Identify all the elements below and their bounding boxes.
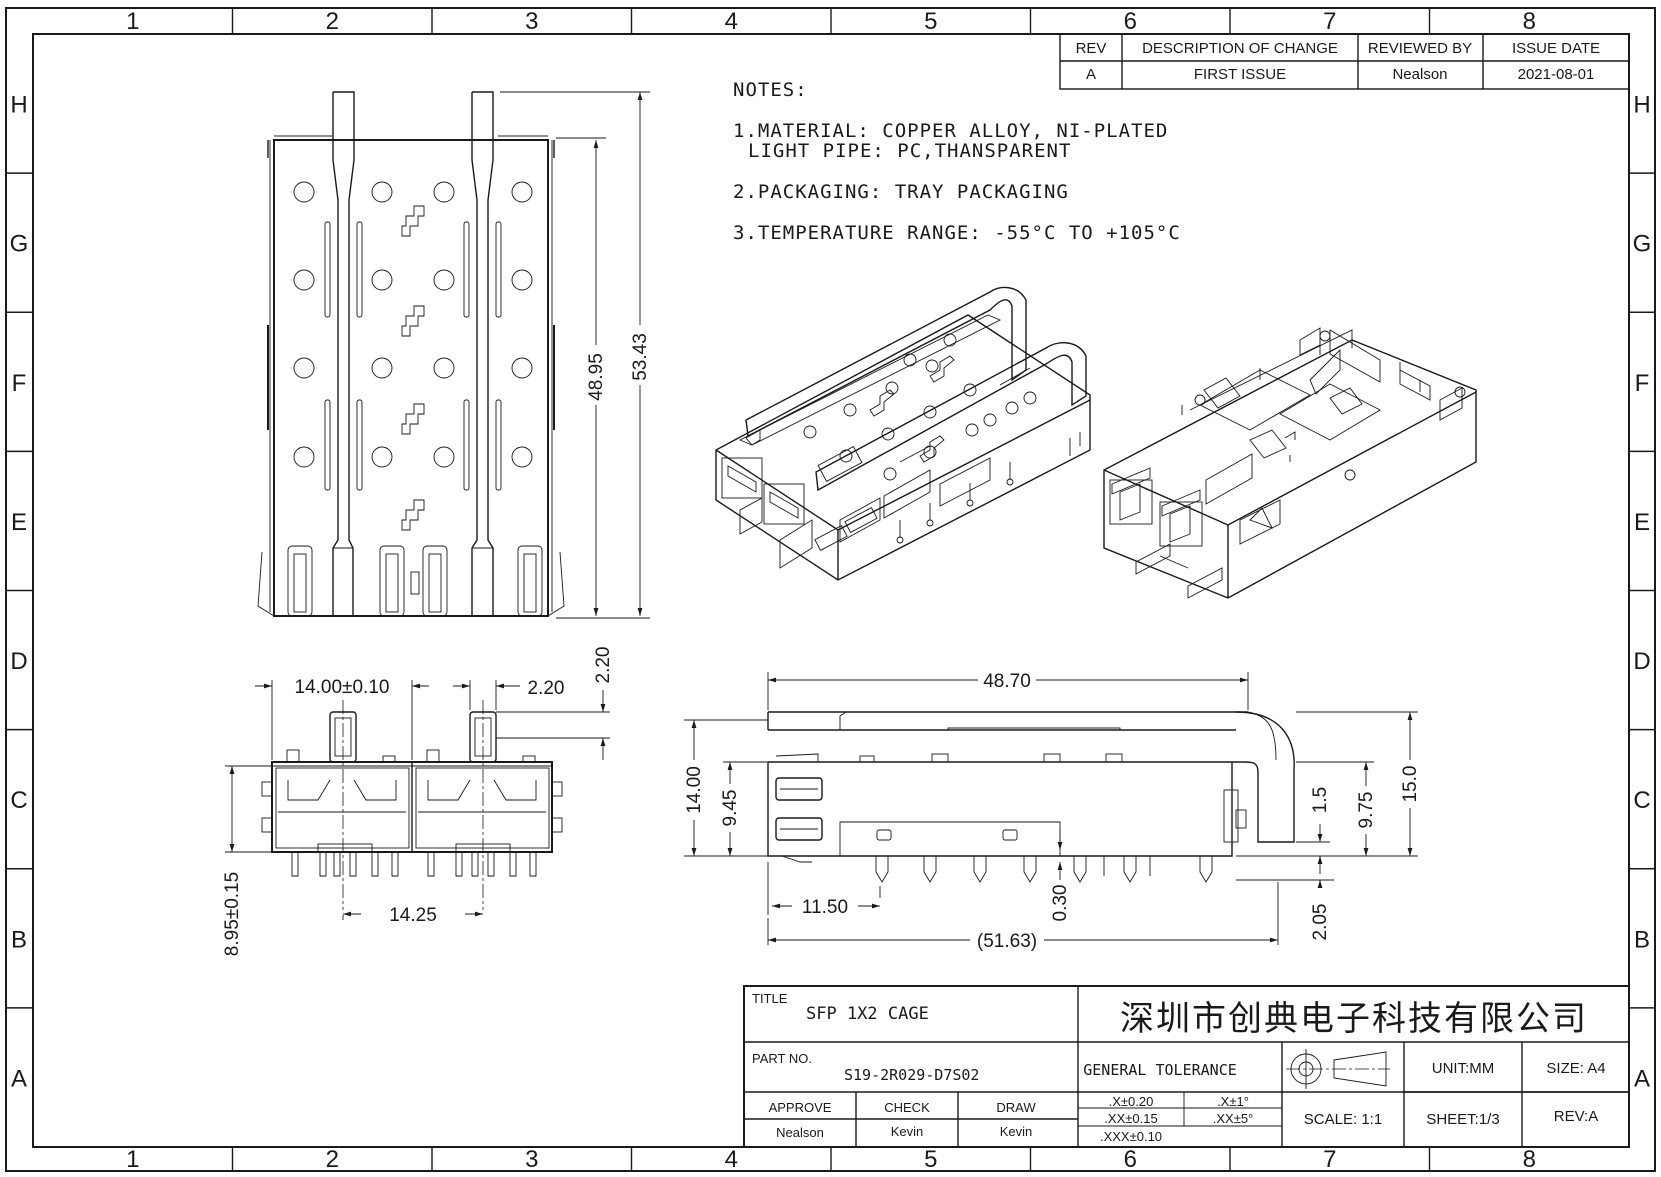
note-1b: LIGHT PIPE: PC,THANSPARENT bbox=[748, 140, 1071, 162]
dim-9-75: 9.75 bbox=[1356, 792, 1377, 829]
dim-8-95: 8.95±0.15 bbox=[222, 872, 243, 956]
zone-row-label: B bbox=[11, 926, 27, 953]
description-value: FIRST ISSUE bbox=[1194, 66, 1286, 83]
zone-column-label: 1 bbox=[126, 8, 139, 35]
part-label: PART NO. bbox=[752, 1051, 812, 1066]
zone-column-label: 6 bbox=[1124, 8, 1137, 35]
tol-xxx: .XXX±0.10 bbox=[1100, 1129, 1162, 1144]
ang-tol-xx: .XX±5° bbox=[1213, 1111, 1254, 1126]
projection-symbol-icon bbox=[1286, 1049, 1390, 1089]
issue-date-header: ISSUE DATE bbox=[1512, 40, 1600, 57]
dim-48-95: 48.95 bbox=[586, 353, 607, 401]
dim-14-25: 14.25 bbox=[389, 905, 437, 926]
note-3: 3.TEMPERATURE RANGE: -55°C TO +105°C bbox=[733, 222, 1181, 244]
draw-label: DRAW bbox=[996, 1100, 1036, 1115]
zone-row-label: D bbox=[1633, 648, 1650, 675]
zone-row-label: F bbox=[12, 370, 27, 397]
drawing-title: SFP 1X2 CAGE bbox=[806, 1004, 929, 1024]
zone-row-label: E bbox=[1634, 509, 1650, 536]
issue-date-value: 2021-08-01 bbox=[1518, 66, 1595, 83]
zone-column-label: 2 bbox=[326, 8, 339, 35]
title-label: TITLE bbox=[752, 991, 788, 1006]
unit: UNIT:MM bbox=[1432, 1060, 1495, 1077]
rev-header: REV bbox=[1076, 40, 1107, 57]
tol-xx: .XX±0.15 bbox=[1104, 1111, 1157, 1126]
notes-heading: NOTES: bbox=[733, 79, 808, 101]
top-view: 48.95 53.43 bbox=[257, 91, 652, 619]
zone-row-label: C bbox=[10, 787, 27, 814]
zone-column-label: 3 bbox=[525, 1146, 538, 1173]
zone-column-label: 1 bbox=[126, 1146, 139, 1173]
zone-row-label: G bbox=[1633, 231, 1652, 258]
note-1: 1.MATERIAL: COPPER ALLOY, NI-PLATED bbox=[733, 120, 1168, 142]
dim-11-50: 11.50 bbox=[802, 897, 848, 918]
zone-row-label: F bbox=[1635, 370, 1650, 397]
dim-53-43: 53.43 bbox=[630, 333, 651, 381]
dim-1-5: 1.5 bbox=[1310, 787, 1331, 813]
zone-column-label: 6 bbox=[1124, 1146, 1137, 1173]
zone-row-label: A bbox=[1634, 1065, 1650, 1092]
zone-column-label: 7 bbox=[1323, 1146, 1336, 1173]
dim-2-05: 2.05 bbox=[1310, 904, 1331, 941]
zone-column-label: 5 bbox=[924, 8, 937, 35]
zone-column-label: 3 bbox=[525, 8, 538, 35]
title-block: TITLE SFP 1X2 CAGE PART NO. S19-2R029-D7… bbox=[743, 985, 1630, 1148]
reviewed-by-header: REVIEWED BY bbox=[1368, 40, 1472, 57]
dim-9-45: 9.45 bbox=[720, 790, 741, 827]
dim-2-20-vertical: 2.20 bbox=[593, 647, 614, 684]
reviewed-by-value: Nealson bbox=[1392, 66, 1447, 83]
dim-2-20-horizontal: 2.20 bbox=[528, 678, 565, 699]
dim-48-70: 48.70 bbox=[983, 671, 1031, 692]
ang-tol-x: .X±1° bbox=[1217, 1094, 1249, 1109]
side-view: 48.70 14.00 9.45 11.50 0.30 (51.63) 1.5 … bbox=[680, 671, 1422, 952]
check-label: CHECK bbox=[884, 1100, 930, 1115]
approve-label: APPROVE bbox=[769, 1100, 832, 1115]
zone-column-label: 7 bbox=[1323, 8, 1336, 35]
zone-row-label: D bbox=[10, 648, 27, 675]
note-2: 2.PACKAGING: TRAY PACKAGING bbox=[733, 181, 1069, 203]
zone-row-label: A bbox=[11, 1065, 27, 1092]
sheet-number: SHEET:1/3 bbox=[1426, 1111, 1499, 1128]
zone-row-label: H bbox=[10, 92, 27, 119]
front-view: 14.00±0.10 2.20 2.20 14.25 8.95±0.15 bbox=[222, 647, 614, 957]
rev-value: A bbox=[1086, 66, 1096, 83]
dim-14-00: 14.00±0.10 bbox=[295, 677, 390, 698]
dim-0-30: 0.30 bbox=[1050, 885, 1071, 922]
isometric-view-bottom bbox=[1103, 327, 1477, 599]
approve-value: Nealson bbox=[776, 1125, 824, 1140]
dim-15-0: 15.0 bbox=[1400, 766, 1421, 803]
zone-column-label: 4 bbox=[725, 8, 738, 35]
zone-column-label: 2 bbox=[326, 1146, 339, 1173]
zone-row-label: C bbox=[1633, 787, 1650, 814]
part-number: S19-2R029-D7S02 bbox=[844, 1066, 979, 1084]
dim-14-00-side: 14.00 bbox=[684, 766, 705, 814]
description-header: DESCRIPTION OF CHANGE bbox=[1142, 40, 1338, 57]
zone-column-label: 8 bbox=[1523, 1146, 1536, 1173]
zone-row-label: H bbox=[1633, 92, 1650, 119]
revision-table: REV DESCRIPTION OF CHANGE REVIEWED BY IS… bbox=[1059, 33, 1630, 90]
zone-column-label: 5 bbox=[924, 1146, 937, 1173]
draw-value: Kevin bbox=[1000, 1124, 1033, 1139]
zone-column-label: 8 bbox=[1523, 8, 1536, 35]
zone-column-label: 4 bbox=[725, 1146, 738, 1173]
revision: REV:A bbox=[1554, 1108, 1598, 1125]
zone-row-label: E bbox=[11, 509, 27, 536]
scale: SCALE: 1:1 bbox=[1304, 1111, 1382, 1128]
notes-block: NOTES: 1.MATERIAL: COPPER ALLOY, NI-PLAT… bbox=[733, 79, 1181, 244]
dim-51-63: (51.63) bbox=[977, 931, 1037, 952]
isometric-view-top bbox=[715, 286, 1091, 581]
sheet-size: SIZE: A4 bbox=[1546, 1060, 1605, 1077]
zone-row-label: B bbox=[1634, 926, 1650, 953]
check-value: Kevin bbox=[891, 1124, 924, 1139]
company-name: 深圳市创典电子科技有限公司 bbox=[1120, 999, 1588, 1039]
tol-x: .X±0.20 bbox=[1109, 1094, 1154, 1109]
zone-row-label: G bbox=[10, 231, 29, 258]
general-tolerance: GENERAL TOLERANCE bbox=[1083, 1061, 1237, 1079]
